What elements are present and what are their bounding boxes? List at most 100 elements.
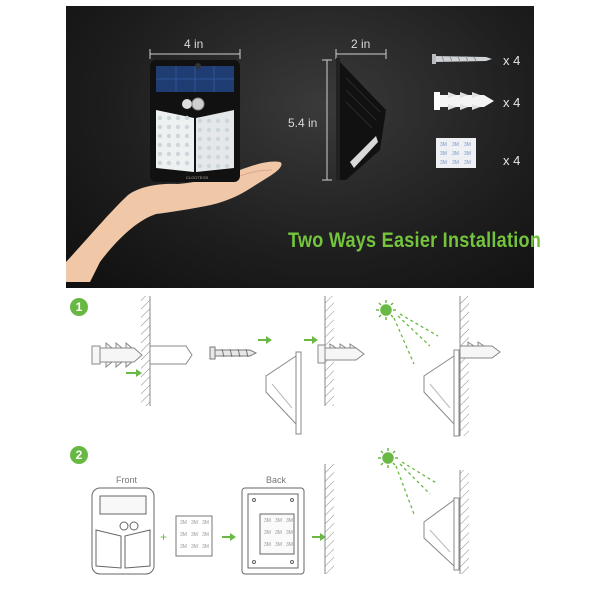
depth-label: 2 in (351, 37, 371, 51)
led-dot (175, 151, 181, 157)
led-dot (166, 160, 172, 166)
pad-marking: 3M (275, 530, 282, 536)
svg-text:3M: 3M (452, 160, 459, 166)
svg-text:3M: 3M (464, 160, 471, 166)
led-dot (206, 136, 212, 142)
led-dot (175, 115, 181, 121)
arrow-icon (304, 336, 318, 344)
pad-marking: 3M (275, 518, 282, 524)
height-label: 5.4 in (288, 116, 318, 130)
solar-light-side-view (336, 58, 386, 180)
led-dot (224, 154, 230, 160)
led-dot (197, 163, 203, 169)
led-dot (206, 127, 212, 133)
svg-text:3M: 3M (464, 142, 471, 148)
led-dot (224, 136, 230, 142)
light-brand-text: CLGOTEGS (186, 175, 209, 180)
led-dot (157, 133, 163, 139)
width-dimension-line (149, 49, 241, 59)
pad-marking: 3M (180, 544, 187, 550)
screw-icon (432, 54, 492, 64)
led-dot (215, 136, 221, 142)
plus-icon: + (160, 530, 167, 544)
arrow-icon (222, 533, 236, 541)
led-dot (157, 124, 163, 130)
led-dot (184, 160, 190, 166)
light-side-mounted (423, 497, 460, 571)
light-side-mounted (423, 349, 460, 437)
led-dot (224, 118, 230, 124)
led-dot (206, 145, 212, 151)
solar-light-front (150, 60, 240, 182)
wall-anchor-icon (317, 343, 365, 364)
led-dot (157, 151, 163, 157)
pad-marking: 3M (202, 520, 209, 526)
pad-marking: 3M (191, 532, 198, 538)
pad-marking: 3M (264, 530, 271, 536)
pad-marking: 3M (286, 530, 293, 536)
wall-section-3 (459, 296, 469, 436)
led-dot (206, 118, 212, 124)
pad-marking: 3M (264, 518, 271, 524)
pad-marking: 3M (286, 542, 293, 548)
pad-marking: 3M (202, 544, 209, 550)
led-dot (184, 151, 190, 157)
light-side-mounted (265, 351, 302, 435)
pad-marking: 3M (191, 520, 198, 526)
depth-dimension-line (335, 49, 387, 59)
led-dot (166, 151, 172, 157)
sun-icon (378, 448, 398, 468)
led-dot (224, 145, 230, 151)
pad-marking: 3M (191, 544, 198, 550)
screw-icon (209, 346, 258, 360)
led-dot (175, 160, 181, 166)
wall-anchor-icon (91, 341, 143, 369)
wall-anchor-icon (434, 92, 494, 110)
sunlight-rays (395, 461, 439, 515)
pad-marking: 3M (264, 542, 271, 548)
led-dot (224, 127, 230, 133)
sunlight-rays (393, 313, 439, 365)
led-dot (215, 154, 221, 160)
screw-quantity: x 4 (503, 53, 521, 68)
pad-marking: 3M (202, 532, 209, 538)
adhesive-quantity: x 4 (503, 153, 521, 168)
led-dot (197, 145, 203, 151)
led-dot (166, 142, 172, 148)
led-dot (157, 142, 163, 148)
led-dot (197, 136, 203, 142)
light-front-outline (91, 487, 155, 575)
front-label: Front (116, 475, 138, 485)
width-label: 4 in (184, 37, 204, 51)
led-dot (215, 163, 221, 169)
svg-text:3M: 3M (440, 142, 447, 148)
wall-anchor-icon (459, 341, 501, 359)
led-dot (197, 154, 203, 160)
led-dot (166, 124, 172, 130)
back-label: Back (266, 475, 287, 485)
step-1-badge: 1 (70, 298, 88, 316)
sun-icon (376, 300, 396, 320)
led-dot (184, 124, 190, 130)
svg-text:3M: 3M (464, 151, 471, 157)
pad-marking: 3M (180, 520, 187, 526)
led-dot (157, 160, 163, 166)
led-dot (215, 118, 221, 124)
led-dot (215, 145, 221, 151)
led-dot (157, 115, 163, 121)
step-2-badge: 2 (70, 446, 88, 464)
led-dot (206, 154, 212, 160)
wall-section-5 (459, 470, 469, 574)
led-dot (197, 118, 203, 124)
led-dot (184, 142, 190, 148)
svg-text:3M: 3M (440, 160, 447, 166)
led-dot (184, 133, 190, 139)
pad-marking: 3M (275, 542, 282, 548)
led-dot (215, 127, 221, 133)
installation-headline: Two Ways Easier Installation (288, 229, 542, 252)
pad-marking: 3M (180, 532, 187, 538)
